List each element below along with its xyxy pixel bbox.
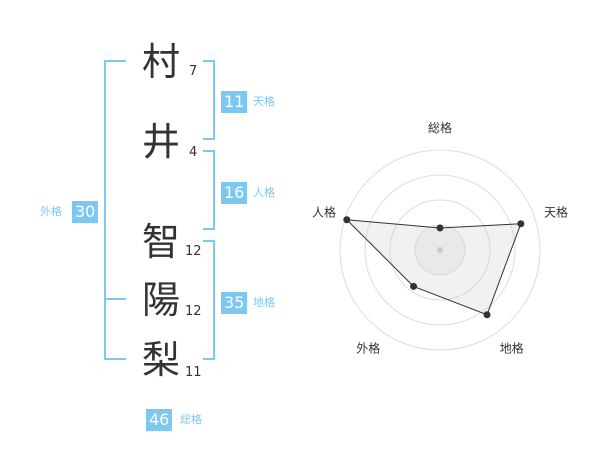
radar-axis-label-4: 外格 — [356, 341, 380, 356]
name-char-5: 梨 — [142, 338, 181, 382]
radar-point-2 — [517, 220, 525, 228]
radar-center — [437, 247, 443, 253]
gaikaku-label: 外格 — [40, 205, 62, 218]
jinkaku-bracket — [203, 150, 215, 230]
radar-axis-label-2: 天格 — [544, 204, 568, 219]
gaikaku-value-badge: 30 — [72, 201, 99, 223]
tenkaku-bracket — [203, 60, 215, 140]
name-char-3: 智 — [142, 220, 181, 264]
stroke-count-2: 4 — [189, 145, 198, 160]
chikaku-value-badge: 35 — [221, 292, 248, 314]
tenkaku-label: 天格 — [253, 95, 275, 108]
name-char-2: 井 — [142, 120, 181, 164]
soukaku-value-badge: 46 — [146, 409, 173, 431]
radar-point-3 — [483, 311, 491, 319]
radar-axis-label-1: 総格 — [428, 120, 452, 135]
radar-axis-label-5: 人格 — [312, 204, 336, 219]
radar-point-1 — [436, 224, 444, 232]
chikaku-label: 地格 — [253, 296, 275, 309]
stroke-count-3: 12 — [185, 244, 202, 259]
radar-ring-3 — [364, 174, 516, 326]
chikaku-bracket — [203, 240, 215, 360]
radar-point-5 — [343, 216, 351, 224]
radar-ring-2 — [389, 199, 491, 301]
soukaku-label: 総格 — [180, 413, 202, 426]
name-char-4: 陽 — [142, 278, 181, 322]
radar-axis-label-3: 地格 — [500, 341, 524, 356]
radar-series-polygon — [345, 219, 522, 316]
stroke-count-4: 12 — [185, 304, 202, 319]
radar-point-4 — [410, 282, 418, 290]
tenkaku-value-badge: 11 — [221, 91, 248, 113]
jinkaku-value-badge: 16 — [221, 182, 248, 204]
name-char-1: 村 — [142, 40, 181, 84]
gaikaku-bracket-mid — [104, 298, 126, 300]
radar-ring-4 — [339, 149, 541, 351]
jinkaku-label: 人格 — [253, 186, 275, 199]
stroke-count-5: 11 — [185, 365, 202, 380]
stroke-count-1: 7 — [189, 64, 198, 79]
gaikaku-bracket — [104, 60, 126, 360]
